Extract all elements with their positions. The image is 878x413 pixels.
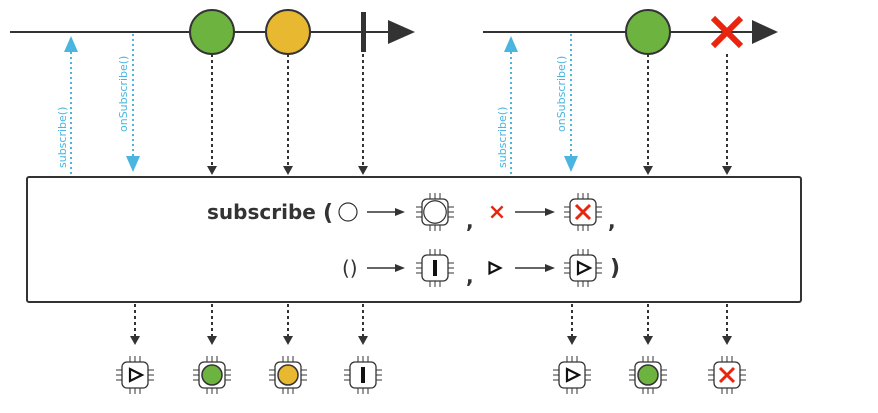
dashed-arrow xyxy=(722,304,732,345)
right-onsubscribe-arrow: onSubscribe() xyxy=(555,34,578,172)
chip-green-icon xyxy=(629,356,667,394)
close-paren: ) xyxy=(610,256,620,281)
x-icon xyxy=(490,205,504,219)
play-icon xyxy=(488,260,503,276)
green-marble-icon xyxy=(637,364,659,386)
completion-marker xyxy=(361,12,366,52)
dashed-arrow xyxy=(207,54,217,175)
arrow-icon xyxy=(367,208,405,216)
comma: , xyxy=(466,209,474,233)
yellow-marble xyxy=(265,9,311,55)
dashed-arrow xyxy=(283,304,293,345)
comma: , xyxy=(608,209,616,233)
x-icon xyxy=(574,203,592,221)
onsubscribe-label: onSubscribe() xyxy=(555,56,568,132)
empty-parens: () xyxy=(342,256,358,280)
circle-icon xyxy=(338,202,358,222)
dashed-arrow xyxy=(358,54,368,175)
play-icon xyxy=(488,260,503,276)
open-paren: ( xyxy=(323,201,333,226)
play-icon xyxy=(576,260,593,276)
chip-bar-icon xyxy=(416,249,454,287)
dashed-arrow xyxy=(567,304,577,345)
dashed-arrow xyxy=(643,304,653,345)
dashed-arrow xyxy=(722,54,732,175)
arrow-icon xyxy=(515,264,555,272)
chip-play-icon xyxy=(553,356,591,394)
green-marble-icon xyxy=(201,364,223,386)
operator-name: subscribe xyxy=(207,200,316,224)
arrow-icon xyxy=(515,208,555,216)
error-marker xyxy=(710,15,744,49)
bar-icon xyxy=(361,367,365,383)
comma: , xyxy=(466,264,474,288)
chip-play-icon xyxy=(564,249,602,287)
onsubscribe-label: onSubscribe() xyxy=(117,56,130,132)
dashed-arrow xyxy=(130,304,140,345)
dashed-arrow xyxy=(283,54,293,175)
x-icon xyxy=(718,366,736,384)
right-timeline xyxy=(483,20,778,44)
left-onsubscribe-arrow: onSubscribe() xyxy=(117,34,140,172)
yellow-marble-icon xyxy=(277,364,299,386)
green-marble xyxy=(189,9,235,55)
chip-play-icon xyxy=(116,356,154,394)
right-subscribe-arrow: subscribe() xyxy=(496,36,518,174)
bar-icon xyxy=(433,260,437,276)
dashed-arrow xyxy=(358,304,368,345)
dashed-arrow xyxy=(643,54,653,175)
circle-icon xyxy=(338,202,358,222)
x-icon xyxy=(490,205,504,219)
chip-green-icon xyxy=(193,356,231,394)
arrow-icon xyxy=(367,264,405,272)
play-icon xyxy=(128,367,145,383)
chip-x-icon xyxy=(708,356,746,394)
dashed-arrow xyxy=(207,304,217,345)
play-icon xyxy=(565,367,582,383)
chip-bar-icon xyxy=(344,356,382,394)
subscribe-label: subscribe() xyxy=(56,107,69,168)
circle-icon xyxy=(423,200,447,224)
chip-yellow-icon xyxy=(269,356,307,394)
subscribe-label: subscribe() xyxy=(496,107,509,168)
operator-box xyxy=(26,176,802,303)
chip-x-icon xyxy=(564,193,602,231)
left-subscribe-arrow: subscribe() xyxy=(56,36,78,174)
chip-circle-icon xyxy=(416,193,454,231)
green-marble xyxy=(625,9,671,55)
